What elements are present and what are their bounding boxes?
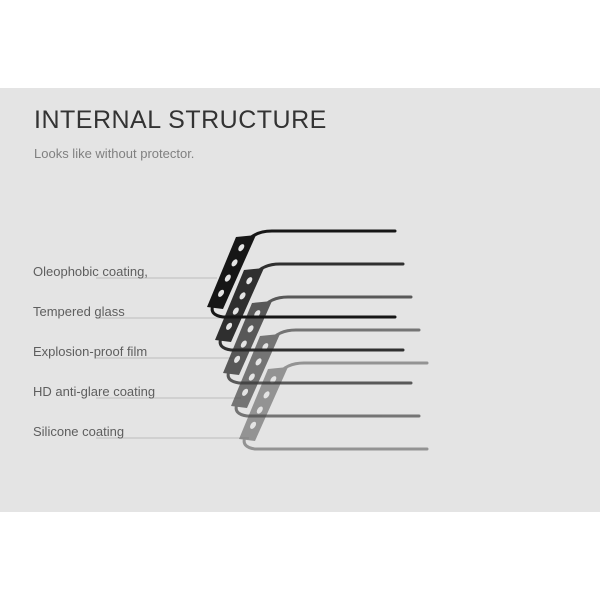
bezel-hole-4-1: [262, 343, 269, 351]
structure-diagram: INTERNAL STRUCTURE Looks like without pr…: [0, 88, 600, 512]
bezel-hole-5-4: [250, 421, 257, 429]
layer-label-tempered-glass: Tempered glass: [33, 304, 125, 319]
layer-label-silicone-coating: Silicone coating: [33, 424, 125, 439]
bezel-hole-5-1: [270, 376, 277, 384]
layer-plate-4: [231, 328, 421, 418]
bezel-hole-4-3: [248, 373, 255, 381]
bezel-hole-1-2: [231, 259, 238, 267]
leader-lines: [96, 277, 249, 439]
layer-bezel-4: [231, 334, 280, 408]
layer-plate-3: [223, 295, 413, 385]
bezel-hole-1-3: [224, 274, 231, 282]
bezel-hole-2-3: [232, 307, 239, 315]
layer-plate-1: [207, 229, 397, 319]
layer-label-hd-anti-glare-coating: HD anti-glare coating: [33, 384, 156, 399]
page-subtitle: Looks like without protector.: [34, 146, 195, 161]
bezel-hole-1-4: [218, 289, 225, 297]
bezel-hole-4-4: [242, 388, 249, 396]
layer-plates: [207, 229, 429, 451]
layer-plate-5: [239, 361, 429, 451]
layer-plate-2: [215, 262, 405, 352]
layer-label-oleophobic-coating: Oleophobic coating,: [33, 264, 148, 279]
bezel-hole-5-2: [263, 391, 270, 399]
bezel-hole-4-2: [255, 358, 262, 366]
bezel-hole-3-1: [254, 310, 261, 318]
layer-label-explosion-proof-film: Explosion-proof film: [33, 344, 148, 359]
layer-bezel-3: [223, 301, 272, 375]
layer-stack-illustration: [96, 229, 429, 451]
bezel-hole-3-3: [240, 340, 247, 348]
bezel-hole-3-4: [234, 355, 241, 363]
layer-bezel-2: [215, 268, 264, 342]
bezel-hole-2-1: [246, 277, 253, 285]
bezel-hole-1-1: [238, 244, 245, 252]
bezel-hole-5-3: [256, 406, 263, 414]
page-title: INTERNAL STRUCTURE: [34, 106, 327, 134]
bezel-hole-2-4: [226, 322, 233, 330]
bezel-hole-2-2: [239, 292, 246, 300]
layer-bezel-5: [239, 367, 288, 441]
bezel-hole-3-2: [247, 325, 254, 333]
layer-bezel-1: [207, 235, 256, 309]
